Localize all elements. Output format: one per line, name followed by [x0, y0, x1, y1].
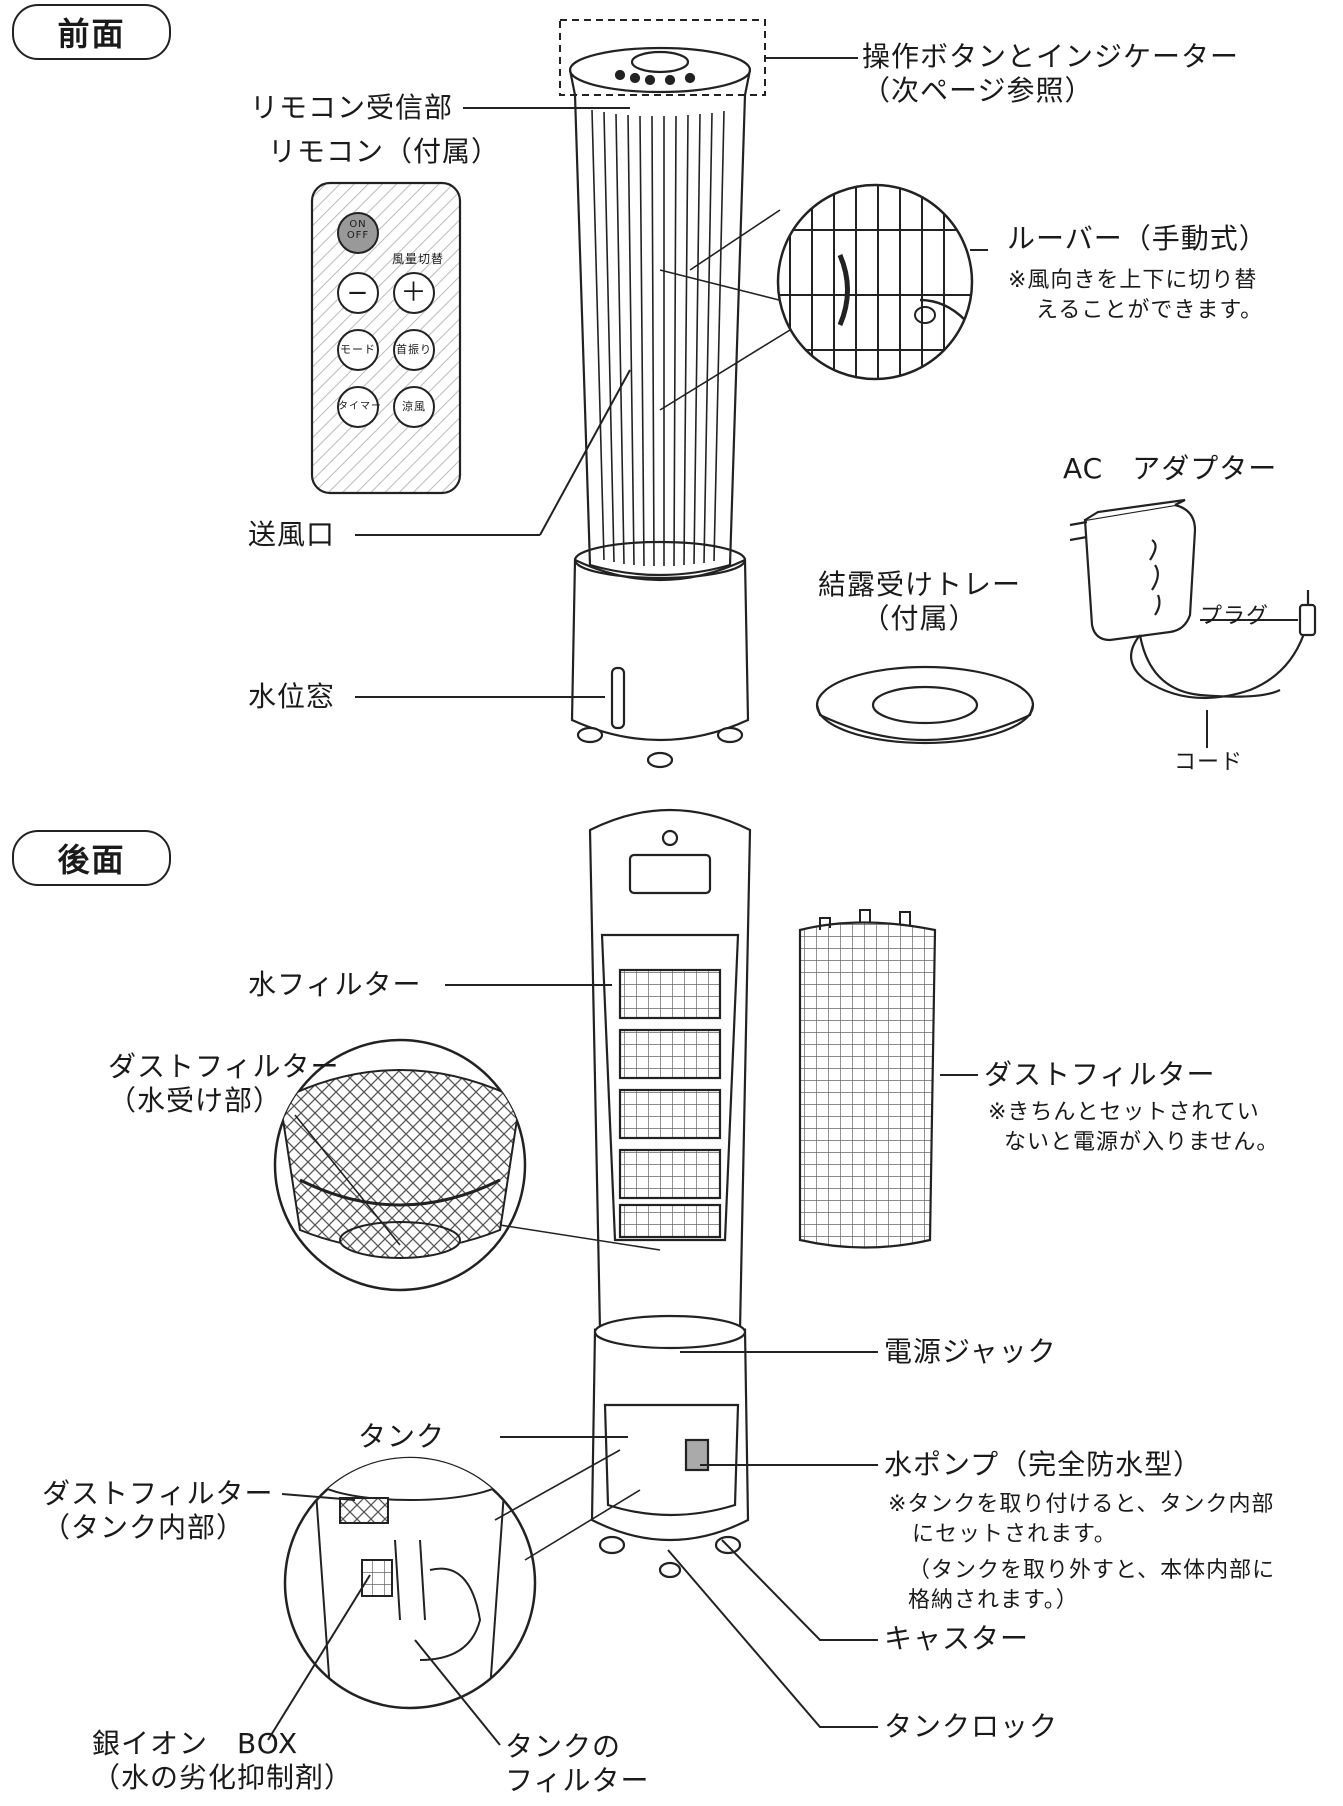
- plug-label: プラグ: [1200, 604, 1270, 629]
- cord-label: コード: [1174, 750, 1244, 775]
- tank-label: タンク: [358, 1420, 446, 1453]
- front-section-badge: 前面: [12, 4, 171, 60]
- dust-receiver-label: ダストフィルター （水受け部）: [108, 1050, 340, 1117]
- ac-adapter-drawing: [1069, 498, 1317, 700]
- tank-filter-label: タンクの フィルター: [505, 1730, 650, 1797]
- remote-speed-label: 風量切替: [392, 252, 445, 266]
- outlet-label: 送風口: [248, 518, 336, 551]
- pump-label: 水ポンプ（完全防水型）: [884, 1448, 1203, 1481]
- pump-note: ※タンクを取り付けると、タンク内部 にセットされます。 （タンクを取り外すと、本…: [888, 1492, 1276, 1613]
- control-label: 操作ボタンとインジケーター （次ページ参照）: [862, 40, 1240, 107]
- remote-control: [310, 181, 462, 495]
- dust-tank-label: ダストフィルター （タンク内部）: [42, 1477, 274, 1544]
- back-tower: [588, 808, 752, 1579]
- remote-mode-button: モード: [340, 343, 376, 356]
- condensation-tray: [815, 665, 1035, 745]
- back-section-badge: 後面: [12, 830, 171, 886]
- louver-note: ※風向きを上下に切り替 えることができます。: [1008, 268, 1264, 323]
- remote-receiver-label: リモコン受信部: [250, 91, 454, 124]
- louver-label: ルーバー（手動式）: [1007, 222, 1268, 255]
- tray-label: 結露受けトレー （付属）: [818, 568, 1022, 635]
- louver-zoom: [659, 183, 974, 411]
- adapter-label: AC アダプター: [1063, 452, 1278, 485]
- tank-interior-zoom: [283, 1449, 641, 1710]
- remote-timer-button: タイマー: [338, 401, 382, 412]
- remote-plus-button: ＋: [400, 278, 428, 308]
- caster-label: キャスター: [884, 1622, 1030, 1655]
- dust-filter-note: ※きちんとセットされてい ないと電源が入りません。: [988, 1100, 1280, 1155]
- remote-label: リモコン（付属）: [268, 135, 501, 168]
- remote-swing-button: 首振り: [396, 343, 432, 356]
- water-filter-label: 水フィルター: [248, 968, 422, 1001]
- front-tower: [559, 19, 766, 769]
- water-window-label: 水位窓: [248, 680, 336, 713]
- remote-cool-button: 涼風: [402, 400, 426, 413]
- dust-filter-label: ダストフィルター: [984, 1058, 1216, 1091]
- tank-lock-label: タンクロック: [884, 1710, 1059, 1743]
- remote-minus-button: −: [346, 278, 370, 308]
- silver-ion-label: 銀イオン BOX （水の劣化抑制剤）: [92, 1727, 354, 1794]
- dust-filter-panel: [798, 909, 937, 1249]
- back-leader-lines: [267, 984, 978, 1746]
- dust-receiver-zoom: [273, 1038, 661, 1292]
- front-leader-lines: [355, 57, 1298, 748]
- power-jack-label: 電源ジャック: [884, 1335, 1057, 1368]
